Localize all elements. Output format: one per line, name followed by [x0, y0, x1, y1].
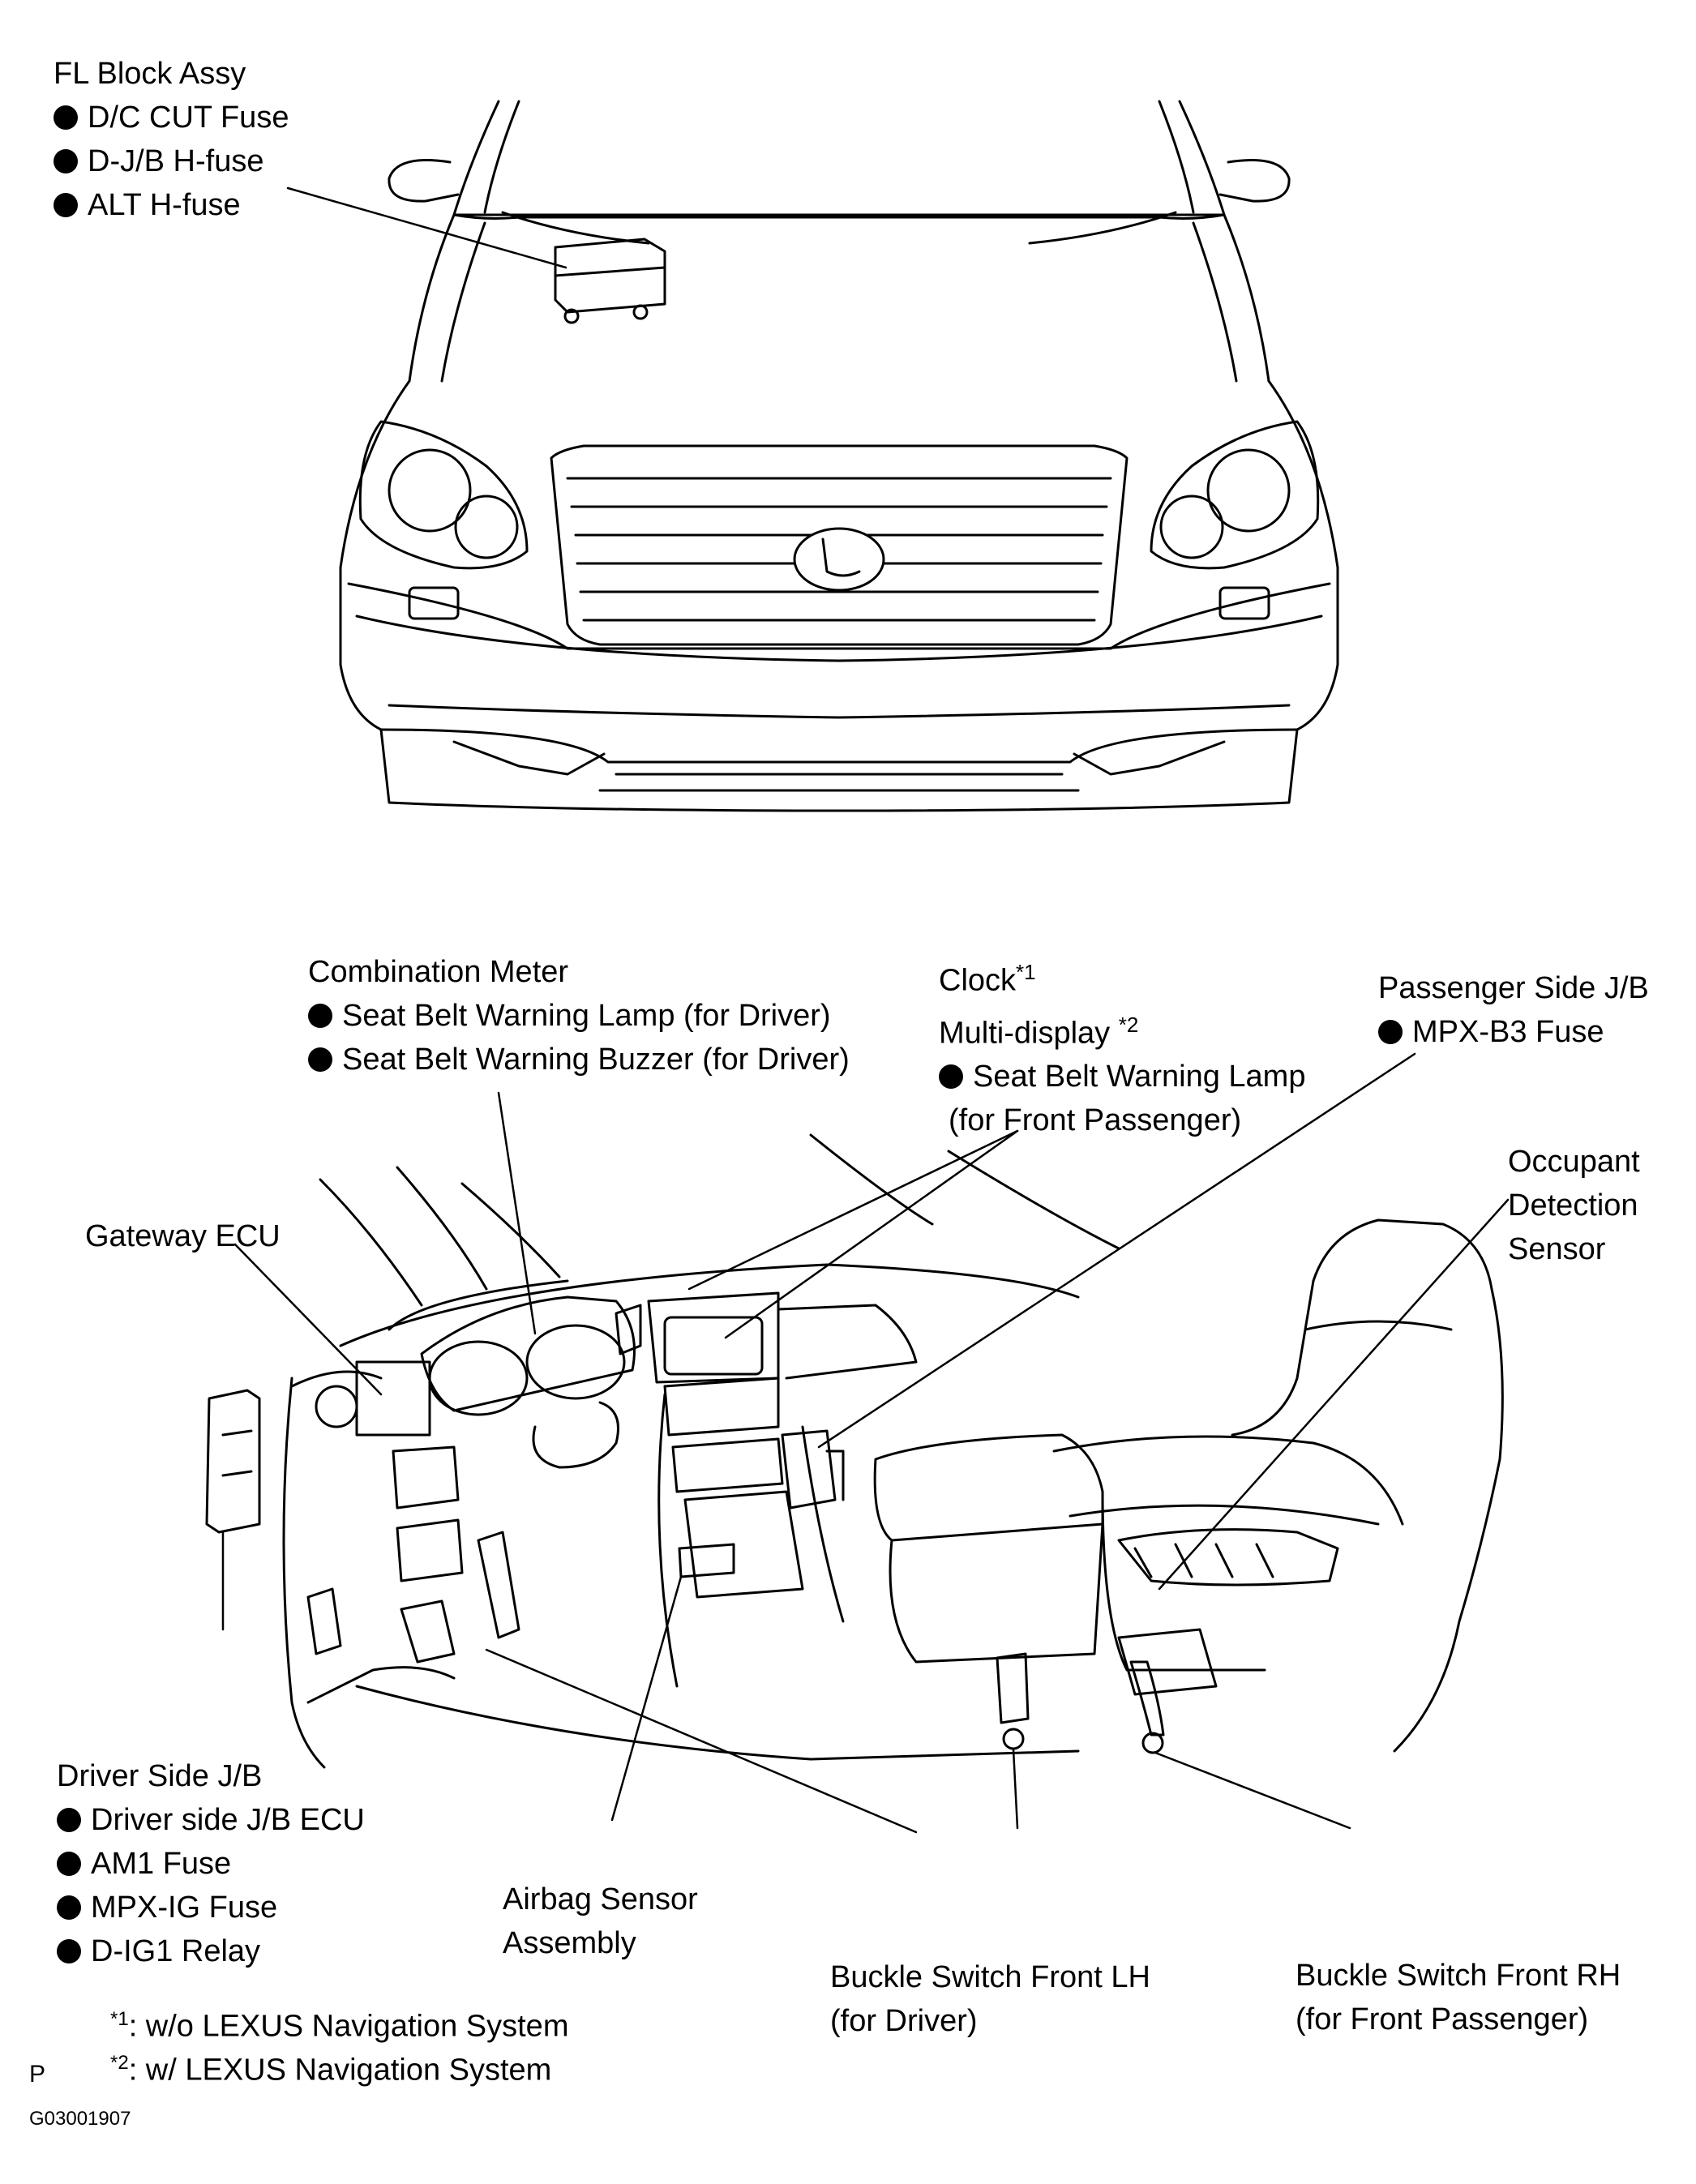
airbag-sensor-callout: Airbag Sensor Assembly [503, 1882, 698, 1960]
bullet-icon [54, 193, 78, 217]
multi-display-footnote-mark: *2 [1118, 1012, 1139, 1037]
driver-jb-item: D-IG1 Relay [57, 1929, 365, 1973]
clock-label: Clock [939, 963, 1017, 998]
passenger-jb-title: Passenger Side J/B [1378, 971, 1649, 1005]
figure-code: G03001907 [29, 2108, 131, 2130]
bullet-icon [57, 1852, 81, 1876]
buckle-rh-callout: Buckle Switch Front RH (for Front Passen… [1296, 1959, 1621, 2036]
clock-item-line2: (for Front Passenger) [949, 1103, 1242, 1138]
driver-jb-item: AM1 Fuse [57, 1842, 365, 1886]
fl-block-item: D/C CUT Fuse [54, 96, 289, 139]
footnote-2: *2: w/ LEXUS Navigation System [110, 2052, 552, 2088]
fl-block-callout: FL Block Assy D/C CUT Fuse D-J/B H-fuse … [54, 52, 289, 227]
bullet-icon [1378, 1020, 1403, 1044]
bullet-icon [57, 1939, 81, 1963]
bullet-icon [57, 1808, 81, 1832]
combination-meter-callout: Combination Meter Seat Belt Warning Lamp… [308, 950, 850, 1081]
car-front-illustration [339, 100, 1339, 812]
gateway-ecu-title: Gateway ECU [85, 1219, 281, 1253]
clock-item: Seat Belt Warning Lamp [939, 1055, 1305, 1098]
fl-block-item: ALT H-fuse [54, 183, 289, 227]
bullet-icon [308, 1004, 332, 1028]
driver-jb-title: Driver Side J/B [57, 1759, 263, 1793]
bullet-icon [939, 1064, 963, 1090]
driver-jb-item: MPX-IG Fuse [57, 1886, 365, 1929]
corner-letter: P [29, 2061, 46, 2088]
bullet-icon [54, 105, 78, 130]
multi-display-label: Multi-display [939, 1016, 1111, 1051]
clock-footnote-mark: *1 [1016, 960, 1036, 984]
clock-callout: Clock*1 Multi-display *2 Seat Belt Warni… [939, 950, 1305, 1142]
interior-illustration [205, 1133, 1504, 1769]
combination-meter-title: Combination Meter [308, 955, 569, 989]
passenger-jb-item: MPX-B3 Fuse [1378, 1010, 1649, 1054]
combination-meter-item: Seat Belt Warning Lamp (for Driver) [308, 994, 850, 1038]
driver-jb-item: Driver side J/B ECU [57, 1798, 365, 1842]
bullet-icon [54, 149, 78, 173]
bullet-icon [57, 1895, 81, 1920]
fl-block-title: FL Block Assy [54, 57, 246, 91]
buckle-lh-callout: Buckle Switch Front LH (for Driver) [830, 1960, 1150, 2038]
driver-jb-callout: Driver Side J/B Driver side J/B ECU AM1 … [57, 1754, 365, 1973]
fl-block-item: D-J/B H-fuse [54, 139, 289, 183]
occupant-sensor-callout: Occupant Detection Sensor [1508, 1145, 1640, 1266]
passenger-jb-callout: Passenger Side J/B MPX-B3 Fuse [1378, 966, 1649, 1054]
footnote-1: *1: w/o LEXUS Navigation System [110, 2008, 569, 2044]
leader-lines [221, 186, 1510, 1834]
gateway-ecu-callout: Gateway ECU [85, 1214, 281, 1258]
combination-meter-item: Seat Belt Warning Buzzer (for Driver) [308, 1038, 850, 1081]
bullet-icon [308, 1047, 332, 1072]
